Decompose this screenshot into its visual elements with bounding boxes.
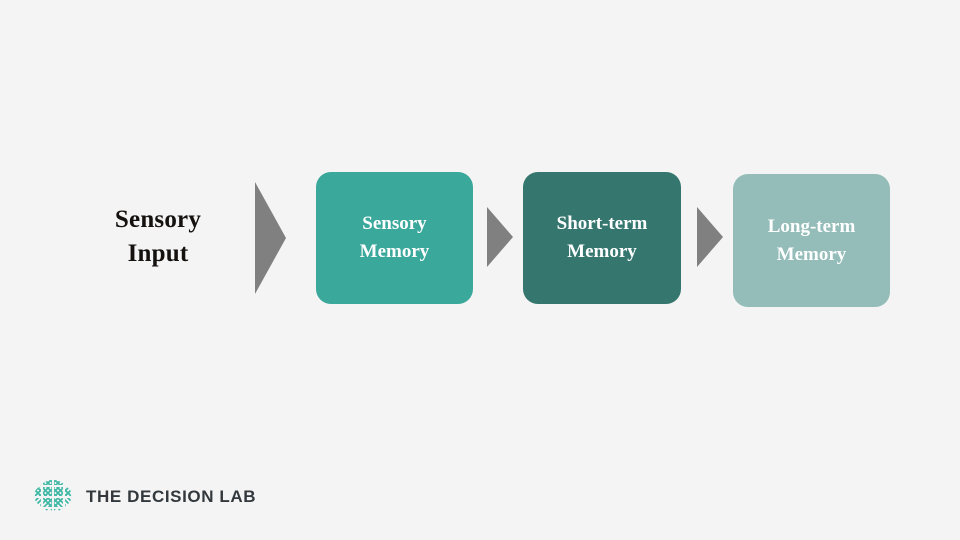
stage-box-sensory-memory-text: Sensory Memory (360, 210, 430, 266)
brand-name-text: THE DECISION LAB (86, 487, 257, 506)
arrow-right-icon-input-to-sensory (255, 182, 289, 294)
brain-logo-icon (34, 480, 72, 514)
arrow-right-icon-sensory-to-shortterm (487, 207, 516, 267)
stage-label-line-1: Long-term (767, 215, 856, 237)
stage-label-line-2: Memory (567, 241, 637, 262)
sensory-input-label: Sensory Input (78, 203, 238, 271)
sensory-input-line-1: Sensory (114, 206, 202, 233)
stage-box-long-term-memory-text: Long-term Memory (768, 213, 856, 269)
stage-label-line-1: Short-term (556, 213, 648, 234)
stage-box-sensory-memory[interactable]: Sensory Memory (316, 172, 473, 304)
sensory-input-line-2: Input (127, 240, 189, 267)
stage-label-line-2: Memory (359, 241, 430, 262)
stage-box-long-term-memory[interactable]: Long-term Memory (733, 174, 890, 307)
stage-label-line-2: Memory (776, 243, 847, 265)
stage-box-short-term-memory[interactable]: Short-term Memory (523, 172, 681, 304)
stage-label-line-1: Sensory (362, 213, 427, 234)
brand-logo: THE DECISION LAB (33, 478, 256, 516)
stage-box-short-term-memory-text: Short-term Memory (557, 210, 648, 266)
arrow-right-icon-shortterm-to-longterm (697, 207, 726, 267)
